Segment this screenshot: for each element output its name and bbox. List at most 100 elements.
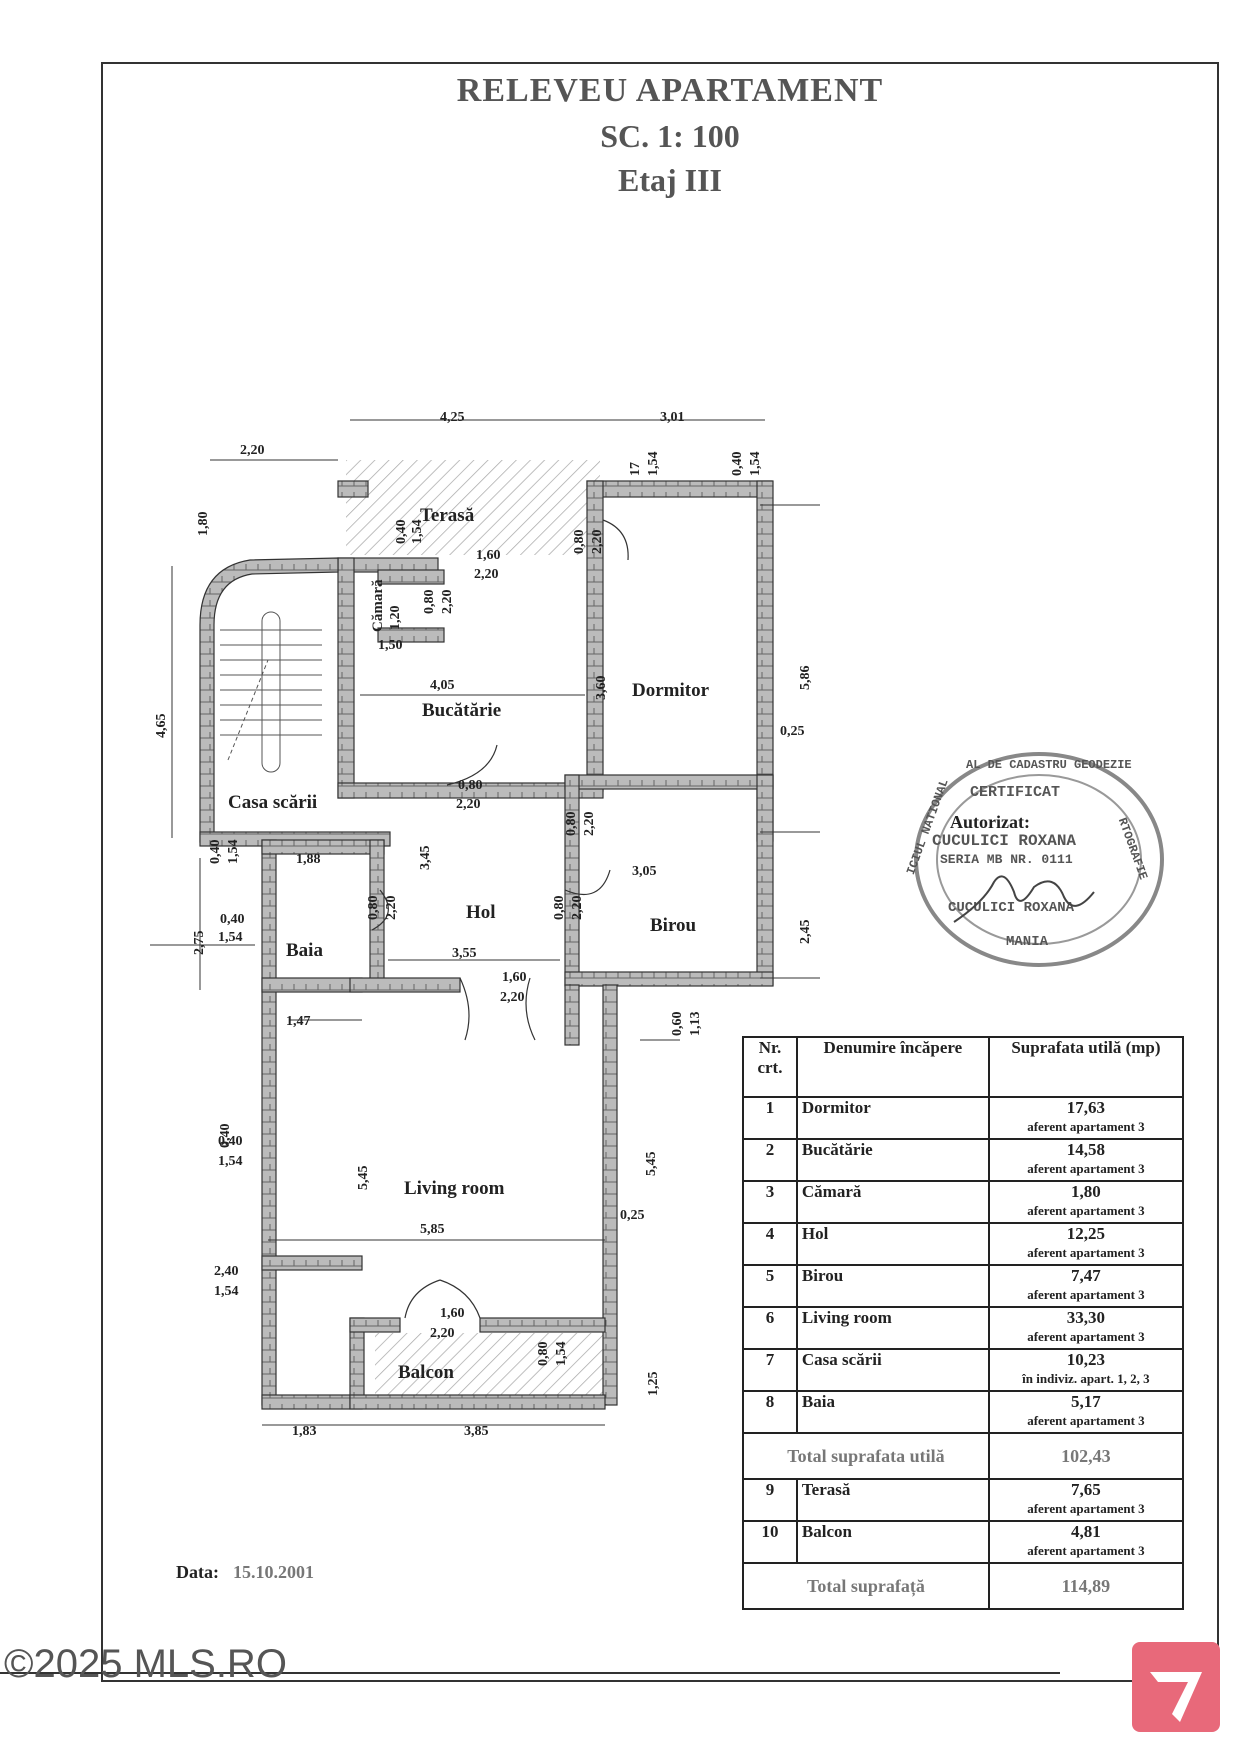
- stamp-name-signature: CUCULICI ROXANA: [948, 900, 1075, 916]
- dim-label: 0,80: [458, 778, 483, 793]
- dim-label: 0,80: [552, 895, 567, 921]
- dim-label: 1,80: [196, 511, 211, 537]
- dim-label: 3,55: [452, 946, 477, 961]
- room-label-living: Living room: [404, 1178, 505, 1199]
- dim-label: 1,54: [554, 1341, 569, 1367]
- dim-label: 5,85: [420, 1222, 445, 1237]
- area-note: aferent apartament 3: [1027, 1245, 1145, 1260]
- stamp-seria: SERIA MB NR. 0111: [940, 852, 1073, 867]
- room-label-bucatarie: Bucătărie: [422, 700, 502, 721]
- dim-label: 4,65: [154, 713, 169, 739]
- header-name: Denumire încăpere: [795, 1036, 990, 1098]
- area-note: aferent apartament 3: [1027, 1287, 1145, 1302]
- row-area: 1,80 aferent apartament 3: [987, 1180, 1185, 1224]
- dim-label: 2,20: [440, 589, 455, 615]
- area-value: 7,65: [1071, 1480, 1101, 1499]
- area-note: aferent apartament 3: [1027, 1119, 1145, 1134]
- area-note: aferent apartament 3: [1027, 1501, 1145, 1516]
- dim-label: 5,45: [644, 1151, 659, 1177]
- area-note: aferent apartament 3: [1027, 1203, 1145, 1218]
- dim-label: 5,86: [798, 665, 813, 691]
- room-label-dormitor: Dormitor: [632, 680, 710, 701]
- area-value: 4,81: [1071, 1522, 1101, 1541]
- stamp-certificat: CERTIFICAT: [970, 784, 1061, 801]
- room-label-camara: Cămară: [370, 579, 386, 633]
- dim-label: 2,20: [474, 567, 499, 582]
- area-note: în indiviz. apart. 1, 2, 3: [1022, 1371, 1150, 1386]
- room-label-hol: Hol: [466, 902, 496, 923]
- area-value: 12,25: [1066, 1224, 1106, 1243]
- header-nr: Nr. crt.: [742, 1036, 798, 1098]
- dim-label: 1,13: [688, 1011, 703, 1037]
- dim-label: 2,20: [456, 797, 481, 812]
- dim-label: 1,54: [226, 839, 241, 865]
- dim-label: 3,60: [594, 675, 609, 701]
- row-name: Casa scării: [795, 1348, 990, 1392]
- stamp-outer-ring: [914, 752, 1164, 967]
- area-value: 1,80: [1071, 1182, 1101, 1201]
- row-area: 14,58 aferent apartament 3: [987, 1138, 1185, 1182]
- certification-stamp: AL DE CADASTRU GEODEZIE ICIUL NATIONAL R…: [904, 752, 1172, 974]
- dim-label: 1,25: [646, 1371, 661, 1397]
- row-nr: 6: [742, 1306, 798, 1350]
- dim-label: 2,40: [214, 1264, 239, 1279]
- room-label-casa-scarii: Casa scării: [228, 792, 318, 813]
- row-name: Terasă: [795, 1478, 990, 1522]
- area-note: aferent apartament 3: [1027, 1329, 1145, 1344]
- dim-label: 2,75: [192, 930, 207, 956]
- brand-logo-icon: [1132, 1642, 1220, 1732]
- total-label: Total suprafață: [742, 1562, 990, 1610]
- room-label-birou: Birou: [650, 915, 697, 936]
- row-nr: 9: [742, 1478, 798, 1522]
- dim-label: 3,01: [660, 410, 685, 425]
- area-value: 14,58: [1066, 1140, 1106, 1159]
- dim-label: 1,54: [410, 519, 425, 545]
- logo-mark-icon: [1150, 1672, 1202, 1722]
- row-nr: 1: [742, 1096, 798, 1140]
- dim-label: 0,40: [394, 519, 409, 545]
- dim-label: 1,88: [296, 852, 321, 867]
- dim-label: 1,50: [378, 638, 403, 653]
- area-note: aferent apartament 3: [1027, 1413, 1145, 1428]
- dim-label: 0,80: [422, 589, 437, 615]
- area-value: 10,23: [1066, 1350, 1106, 1369]
- row-nr: 2: [742, 1138, 798, 1182]
- total-value: 114,89: [987, 1562, 1185, 1610]
- row-name: Bucătărie: [795, 1138, 990, 1182]
- subtotal-label: Total suprafata utilă: [742, 1432, 990, 1480]
- date-label: Data:: [176, 1562, 219, 1582]
- watermark-text: ©2025 MLS.RO: [4, 1642, 287, 1686]
- dim-label: 3,85: [464, 1424, 489, 1439]
- scale-label: SC. 1: 100: [600, 118, 740, 154]
- dim-label: 2,20: [590, 529, 605, 555]
- area-value: 17,63: [1066, 1098, 1106, 1117]
- row-nr: 10: [742, 1520, 798, 1564]
- dim-label: 0,40: [208, 839, 223, 865]
- dim-label: 1,60: [502, 970, 527, 985]
- area-note: aferent apartament 3: [1027, 1161, 1145, 1176]
- row-name: Balcon: [795, 1520, 990, 1564]
- dim-label: 5,45: [356, 1165, 371, 1191]
- drawing-frame: [101, 62, 1219, 1682]
- dim-label: 1,60: [476, 548, 501, 563]
- room-label-terasa: Terasă: [420, 505, 475, 526]
- table-header-row: Nr. crt. Denumire încăpere Suprafata uti…: [742, 1036, 1185, 1098]
- dim-label: 4,05: [430, 678, 455, 693]
- row-nr: 8: [742, 1390, 798, 1434]
- floor-label: Etaj III: [617, 162, 722, 198]
- dim-label: 1,47: [286, 1014, 311, 1029]
- row-nr: 4: [742, 1222, 798, 1266]
- area-note: aferent apartament 3: [1027, 1543, 1145, 1558]
